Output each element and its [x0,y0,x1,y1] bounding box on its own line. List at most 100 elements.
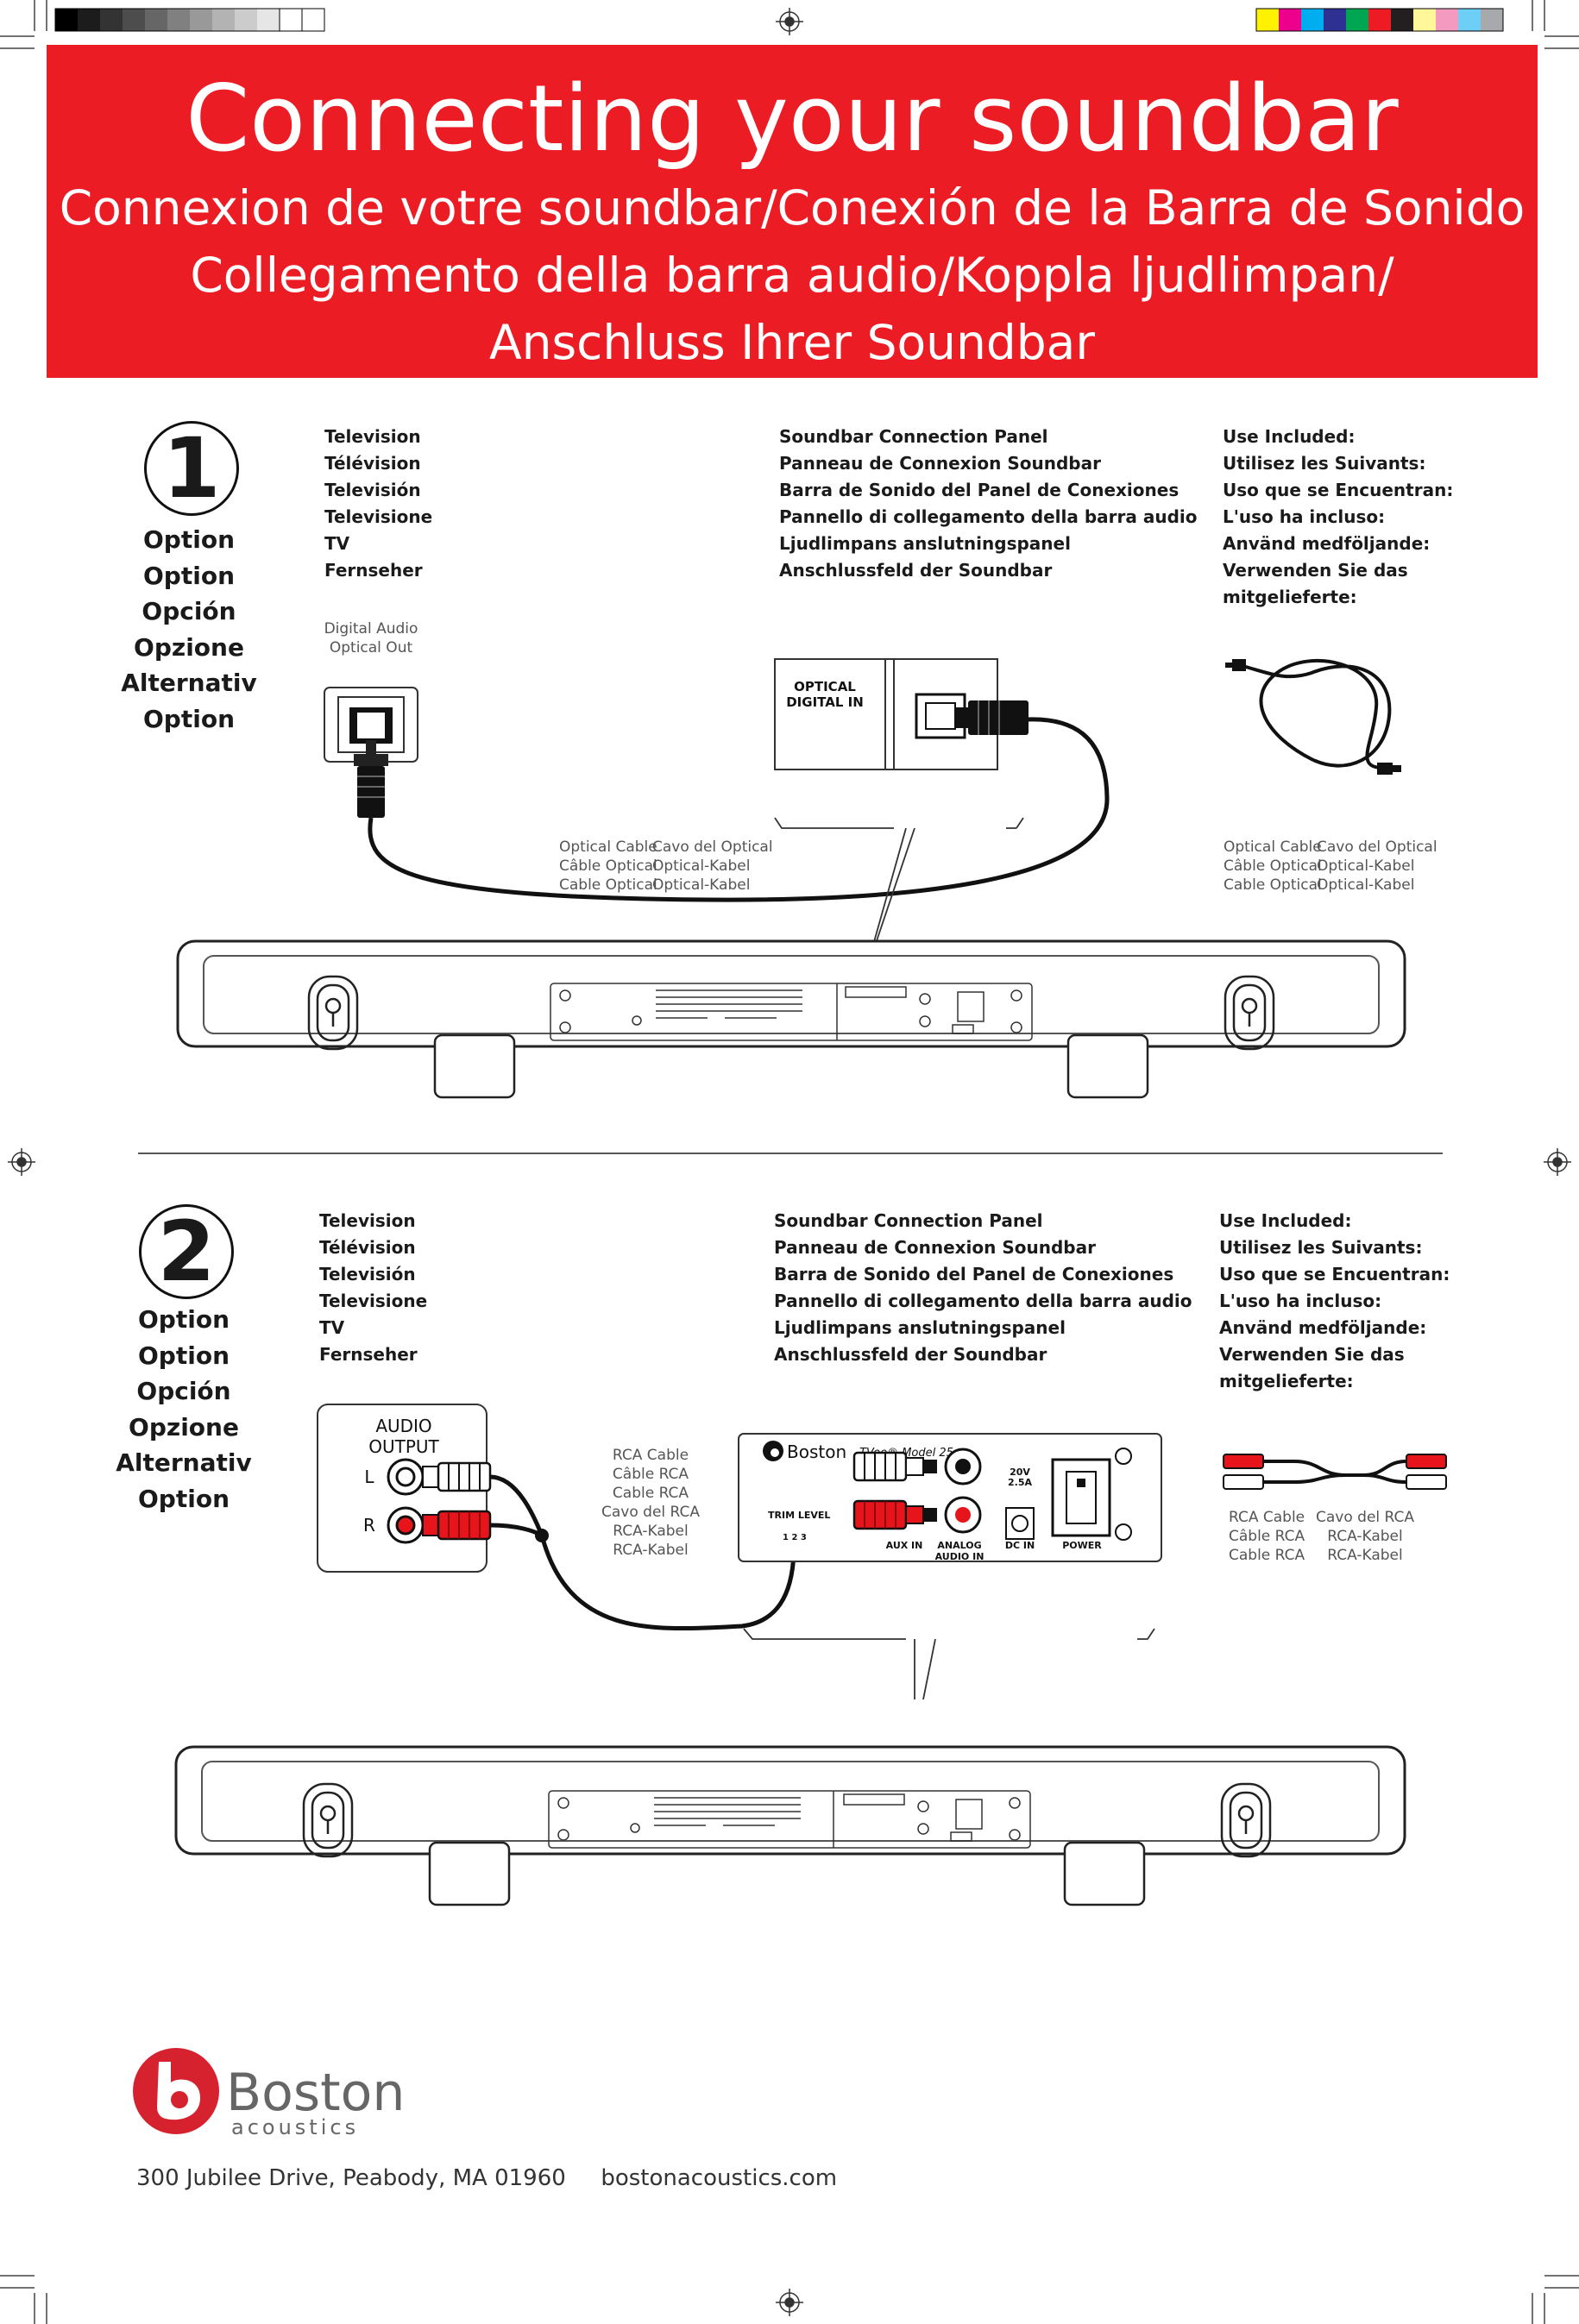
included-label: Uso que se Encuentran: [1219,1264,1450,1284]
analog-label: AUDIO IN [935,1551,985,1562]
included-label: Verwenden Sie das [1223,560,1408,581]
registration-targets [8,8,1571,2316]
option-1-number: 1 [162,420,221,517]
panel-label: Soundbar Connection Panel [779,426,1048,447]
optical-connection-diagram: OPTICAL DIGITAL IN [324,658,1401,983]
cable-label-line: Cable RCA [1229,1547,1305,1564]
dc-in-label: DC IN [1005,1540,1035,1551]
voltage-label: 20V [1010,1467,1030,1478]
rca-connection-diagram: AUDIO OUTPUT L R Boston TVee® Model 25 T [317,1404,1447,1699]
option-label: Opzione [129,1412,239,1442]
aux-in-label: AUX IN [886,1540,923,1551]
cable-label-line: Câble RCA [1229,1528,1305,1545]
tv-label: Televisión [324,480,421,500]
option-1-labels: Option Option Opción Opzione Alternativ … [103,522,275,737]
tv-label: Télévision [319,1237,416,1258]
rca-cable-label-mid: RCA Cable Câble RCA Cable RCA Cavo del R… [582,1446,720,1560]
soundbar-foot-left [428,1841,511,1906]
cable-label-line: Optical Cable [559,839,657,856]
audio-output-label: OUTPUT [368,1436,439,1457]
rca-plug-red-panel [852,1499,924,1530]
footer-address: 300 Jubilee Drive, Peabody, MA 01960 [136,2165,566,2191]
option-2-labels: Option Option Opción Opzione Alternativ … [98,1302,270,1517]
page-title: Connecting your soundbar [186,66,1399,172]
included-label: Uso que se Encuentran: [1223,480,1454,500]
panel-label: Anschlussfeld der Soundbar [774,1344,1047,1365]
page-subtitles: Connexion de votre soundbar/Conexión de … [47,174,1538,376]
keyhole-mount-right [1224,975,1275,1051]
soundbar-foot-right [1066,1033,1149,1099]
panel-optical-label: OPTICAL [794,679,856,694]
option-label: Option [143,525,235,554]
power-label: POWER [1062,1540,1102,1551]
soundbar-rear-view-1 [176,939,1406,1099]
option-2-number: 2 [157,1203,216,1300]
rca-cable-label-right-a: RCA Cable Câble RCA Cable RCA [1229,1508,1305,1565]
included-optical-cable [1225,659,1401,775]
included-label: Använd medföljande: [1219,1317,1427,1338]
cable-label-line: Cable Optical [1224,876,1322,894]
cable-label-line: Optical-Kabel [652,876,751,894]
panel-label: Anschlussfeld der Soundbar [779,560,1053,581]
included-label: Utilisez les Suivants: [1223,453,1426,474]
keyhole-mount-left [307,975,359,1051]
subtitle-line: Collegamento della barra audio/Koppla lj… [190,248,1394,303]
panel-label: Panneau de Connexion Soundbar [774,1237,1096,1258]
rca-cable-label-right-b: Cavo del RCA RCA-Kabel RCA-Kabel [1305,1508,1425,1565]
tv-label: Fernseher [324,560,423,581]
cable-label-line: Optical-Kabel [1317,857,1415,875]
cable-label-line: RCA Cable [612,1447,689,1464]
footer-website[interactable]: bostonacoustics.com [601,2165,838,2191]
panel-label: Barra de Sonido del Panel de Conexiones [779,480,1180,500]
soundbar-mini-panel [550,983,1033,1041]
cable-label-line: Optical-Kabel [1317,876,1415,894]
included-label: mitgelieferte: [1219,1371,1354,1391]
soundbar-rear-view-2 [174,1745,1406,1906]
trim-scale: 1 2 3 [783,1533,807,1542]
cable-label-line: Cavo del RCA [601,1504,700,1521]
panel-brand: Boston [787,1442,846,1462]
cable-label-line: Câble Optical [559,857,657,875]
option-label: Option [138,1341,230,1370]
soundbar-foot-right [1063,1841,1146,1906]
panel-label: Pannello di collegamento della barra aud… [779,506,1198,527]
tv-labels-2: Television Télévision Televisión Televis… [319,1208,427,1368]
included-label: Use Included: [1219,1210,1352,1231]
voltage-label: 2.5A [1008,1477,1032,1488]
tv-optical-port [324,687,418,763]
included-label: Use Included: [1223,426,1356,447]
cable-label-line: Cable Optical [559,876,657,894]
cable-label-line: Cavo del Optical [1317,839,1437,856]
tv-label: TV [319,1317,345,1338]
tv-label: Televisione [324,506,433,527]
cable-label-line: Cavo del Optical [652,839,773,856]
cable-label-line: Cavo del RCA [1316,1509,1414,1526]
port-label-line: Optical Out [329,639,413,656]
cable-label-line: RCA Cable [1229,1509,1305,1526]
boston-logo-icon [133,2048,219,2134]
logo-sub: acoustics [231,2115,359,2139]
soundbar-mini-panel [548,1790,1031,1849]
section-divider [138,1153,1443,1154]
option-label: Opción [142,597,236,625]
panel-zoom-rca: Boston TVee® Model 25 TRIM LEVEL 1 2 3 A… [738,1433,1162,1562]
option-label: Option [138,1305,230,1334]
option-1-badge: 1 [144,421,239,516]
included-label: L'uso ha incluso: [1219,1291,1382,1311]
keyhole-mount-left [302,1782,354,1858]
option-2-badge: 2 [139,1204,234,1299]
optical-cable-label-right-a: Optical Cable Câble Optical Cable Optica… [1224,838,1322,895]
analog-label: ANALOG [937,1540,981,1551]
cable-label-line: RCA-Kabel [613,1542,689,1559]
cable-label-line: Câble Optical [1224,857,1322,875]
option-label: Alternativ [121,669,257,697]
tv-label: Televisión [319,1264,416,1284]
rca-plug-white-panel [852,1451,924,1482]
boston-logo-small-icon [763,1441,783,1461]
included-label: Använd medföljande: [1223,533,1431,554]
title-banner: Connecting your soundbar Connexion de vo… [47,45,1538,378]
included-label: Verwenden Sie das [1219,1344,1405,1365]
logo-brand: Boston [226,2063,405,2123]
color-calibration-bar [1255,8,1504,32]
included-labels-2: Use Included: Utilisez les Suivants: Uso… [1219,1208,1450,1395]
